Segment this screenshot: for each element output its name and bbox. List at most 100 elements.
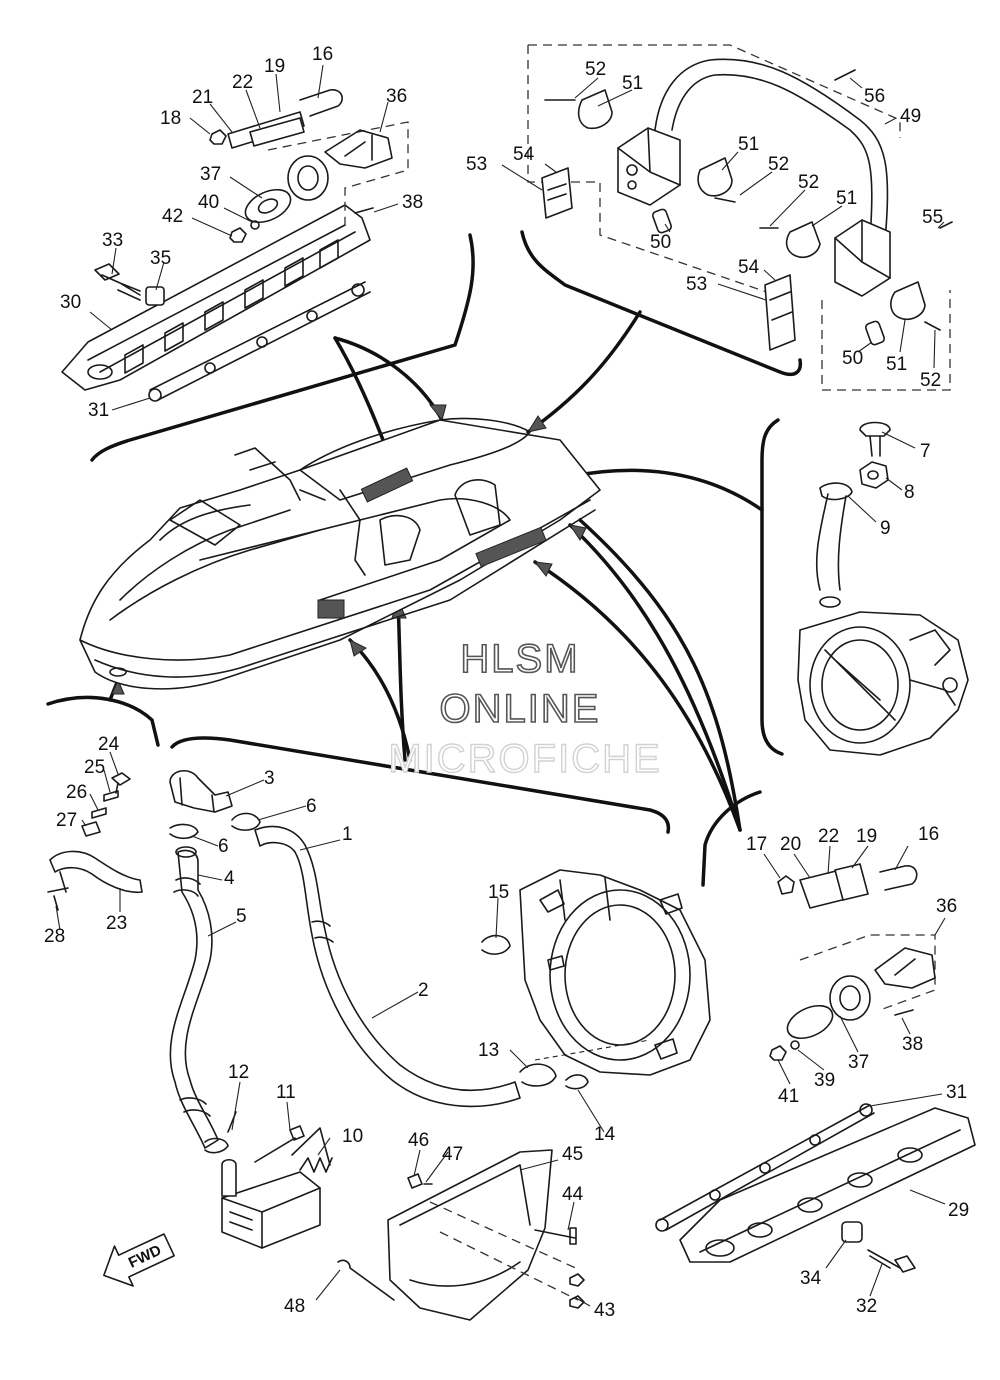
callout-12: 12 — [228, 1062, 249, 1083]
callout-34: 34 — [800, 1268, 822, 1289]
callout-26: 26 — [66, 782, 87, 803]
spacer-26 — [91, 807, 107, 819]
callout-52: 52 — [798, 172, 819, 193]
divider-top-right — [520, 230, 803, 377]
arrowhead — [526, 415, 547, 433]
base-37 — [287, 155, 329, 201]
bow-eye-bracket-detail — [47, 772, 143, 911]
arrowhead — [111, 678, 125, 695]
callout-51: 51 — [836, 188, 857, 209]
rivet-46-47 — [407, 1173, 433, 1189]
cleat-36 — [324, 129, 393, 169]
arrow-to-right-eye — [568, 523, 742, 832]
tow-eye-outline — [379, 514, 421, 566]
callout-43: 43 — [594, 1300, 615, 1321]
bolt-33 — [94, 263, 141, 301]
callout-50: 50 — [842, 348, 863, 369]
hose-on-hull — [339, 489, 366, 576]
watermark-line-1: HLSM — [460, 637, 579, 681]
screw-38b — [894, 1009, 914, 1016]
callout-21: 21 — [192, 87, 213, 108]
divider-lower-right — [701, 790, 762, 887]
callout-54: 54 — [738, 257, 760, 278]
callout-38: 38 — [902, 1034, 923, 1055]
callout-52: 52 — [920, 370, 941, 391]
callout-18: 18 — [160, 108, 181, 129]
bracket-23 — [49, 850, 143, 894]
pad-54a — [541, 167, 573, 219]
callout-6: 6 — [218, 836, 229, 857]
clamp-6a — [231, 812, 261, 831]
callout-32: 32 — [856, 1296, 877, 1317]
plate-19b — [834, 863, 869, 901]
watermark: HLSM ONLINE MICROFICHE — [388, 636, 661, 782]
callout-7: 7 — [920, 441, 931, 462]
clamp-14 — [565, 1074, 589, 1090]
callout-2: 2 — [418, 980, 429, 1001]
callout-3: 3 — [264, 768, 275, 789]
hose-to-housing — [815, 493, 847, 591]
callout-labels: 16 19 22 21 18 36 37 40 42 38 33 35 30 3… — [44, 44, 969, 1321]
tow-handle-detail — [527, 44, 953, 391]
drain-and-jet-housing-detail — [797, 421, 969, 756]
callout-36: 36 — [386, 86, 407, 107]
box-10 — [221, 1171, 321, 1249]
callout-9: 9 — [880, 518, 891, 539]
clamp-9 — [819, 482, 853, 501]
washer-39 — [790, 1040, 800, 1050]
divider-lower-left — [46, 695, 160, 747]
pump-housing — [519, 869, 711, 1076]
arrow-to-tow-hook — [526, 310, 642, 434]
callout-19: 19 — [264, 56, 285, 77]
clip-51a — [577, 89, 613, 130]
sponson-left — [61, 204, 371, 391]
callout-35: 35 — [150, 248, 171, 269]
rail-pad-left — [360, 467, 414, 503]
callout-39: 39 — [814, 1070, 835, 1091]
callout-5: 5 — [236, 906, 247, 927]
callout-42: 42 — [162, 206, 183, 227]
callout-48: 48 — [284, 1296, 305, 1317]
callout-16: 16 — [918, 824, 939, 845]
arrowhead — [568, 524, 587, 541]
hose-4-5 — [169, 849, 219, 1149]
handle-bar-49 — [654, 58, 889, 241]
cleat-36b — [874, 947, 936, 989]
cover-45 — [387, 1149, 553, 1321]
rail-pad-right — [475, 526, 547, 568]
divider-top-left — [90, 233, 475, 462]
callout-4: 4 — [224, 868, 235, 889]
arrow-to-rear-eye — [333, 336, 444, 422]
callout-16: 16 — [312, 44, 333, 65]
screws-55-56 — [834, 69, 953, 229]
bolt-28 — [47, 871, 69, 911]
screw-24 — [111, 772, 131, 794]
callout-31: 31 — [946, 1082, 967, 1103]
callout-51: 51 — [622, 73, 643, 94]
callout-52: 52 — [768, 154, 789, 175]
callout-51: 51 — [886, 354, 907, 375]
handlebar — [234, 447, 326, 501]
jet-housing — [797, 611, 969, 756]
pin-11 — [254, 1125, 305, 1163]
nut-17 — [777, 875, 795, 895]
plate-19 — [249, 117, 305, 147]
hose-1 — [254, 825, 521, 1108]
callout-45: 45 — [562, 1144, 583, 1165]
callout-50: 50 — [650, 232, 671, 253]
callout-24: 24 — [98, 734, 120, 755]
callout-11: 11 — [276, 1082, 296, 1103]
footwell — [199, 497, 511, 601]
gasket-37b — [786, 1004, 834, 1040]
callout-46: 46 — [408, 1130, 429, 1151]
callout-28: 28 — [44, 926, 65, 947]
clip-51c — [785, 221, 821, 259]
callout-53: 53 — [686, 274, 707, 295]
seat — [299, 417, 531, 501]
callout-27: 27 — [56, 810, 77, 831]
callout-55: 55 — [922, 207, 943, 228]
sponson-rail-left-detail — [61, 89, 409, 402]
collar-34 — [841, 1221, 863, 1243]
gasket-37 — [244, 188, 292, 224]
leader-lines — [55, 64, 946, 1307]
